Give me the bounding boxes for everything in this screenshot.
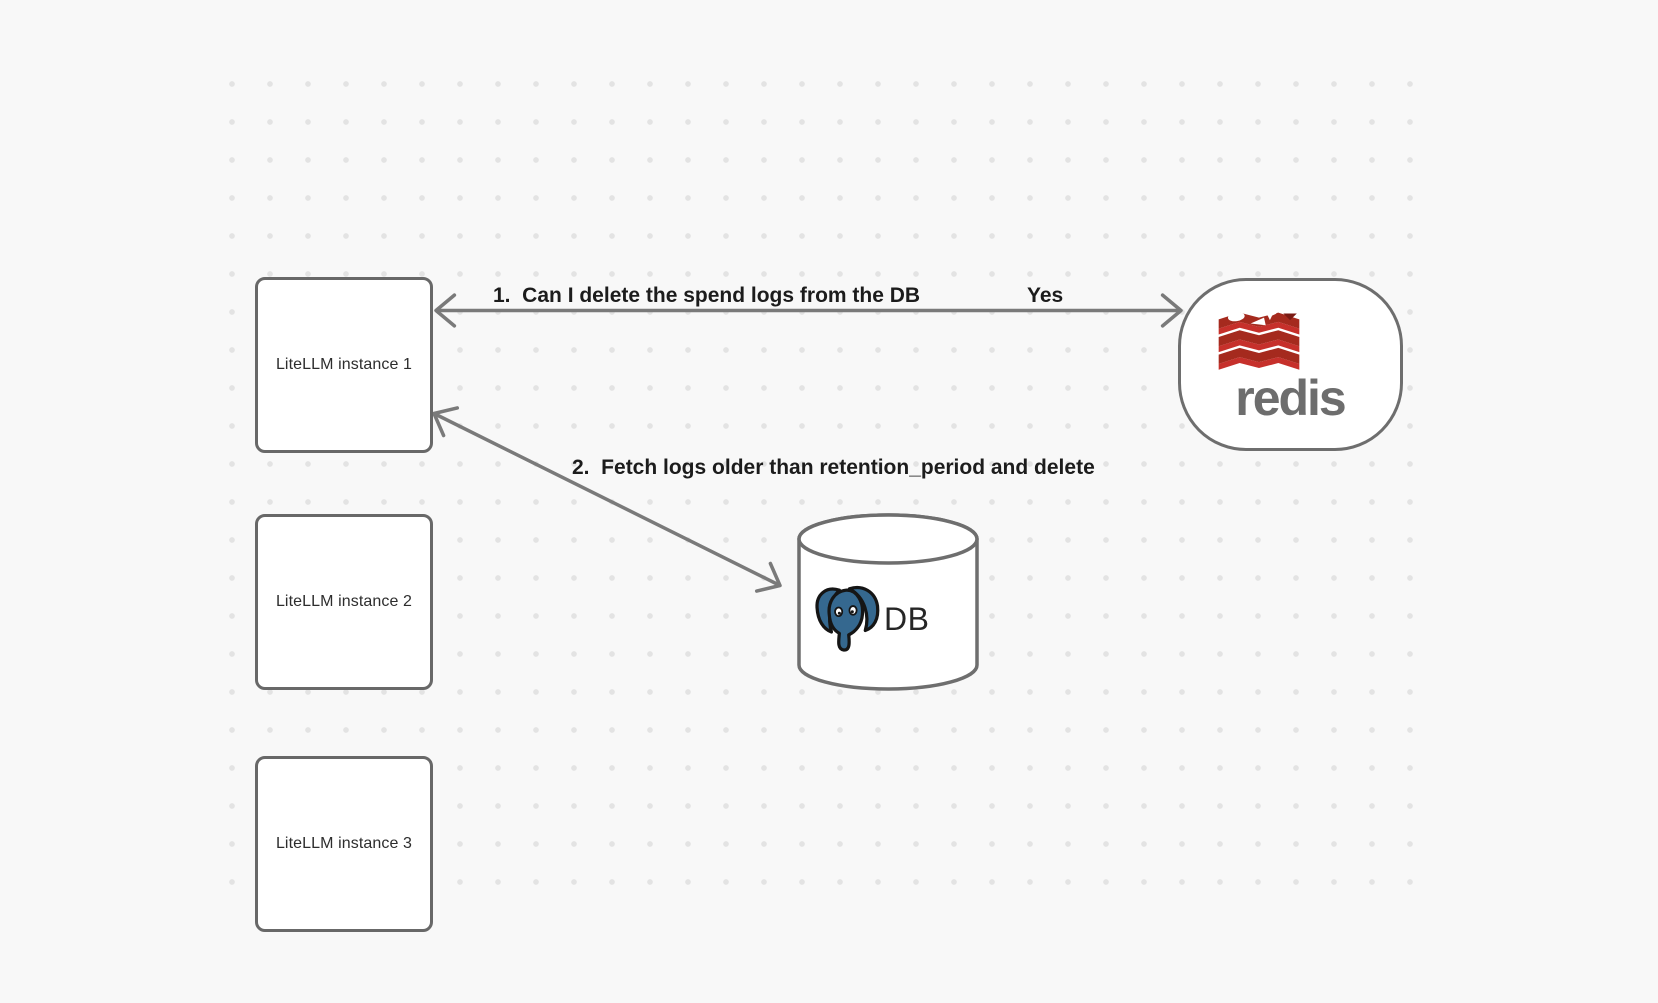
edge1-label: 1. Can I delete the spend logs from the … <box>493 284 921 307</box>
node-litellm-instance-1-label: LiteLLM instance 1 <box>275 356 413 373</box>
node-litellm-instance-2-label: LiteLLM instance 2 <box>275 593 413 610</box>
node-litellm-instance-1: LiteLLM instance 1 <box>255 277 433 453</box>
edge1-response-label: Yes <box>1027 284 1064 307</box>
redis-logo-ellipse <box>1227 312 1245 322</box>
redis-logo-notch <box>1283 313 1297 321</box>
node-litellm-instance-2: LiteLLM instance 2 <box>255 514 433 690</box>
postgresql-elephant-icon <box>815 585 880 652</box>
node-redis: redis <box>1178 278 1403 451</box>
redis-wordmark: redis <box>1235 370 1347 426</box>
redis-stack-icon <box>1218 306 1300 370</box>
edge2-label: 2. Fetch logs older than retention_perio… <box>572 456 1095 479</box>
node-litellm-instance-3-label: LiteLLM instance 3 <box>275 835 413 852</box>
redis-logo-star <box>1263 306 1277 321</box>
node-litellm-instance-3: LiteLLM instance 3 <box>255 756 433 932</box>
redis-logo-triangle <box>1250 317 1266 326</box>
db-label: DB <box>884 601 930 637</box>
